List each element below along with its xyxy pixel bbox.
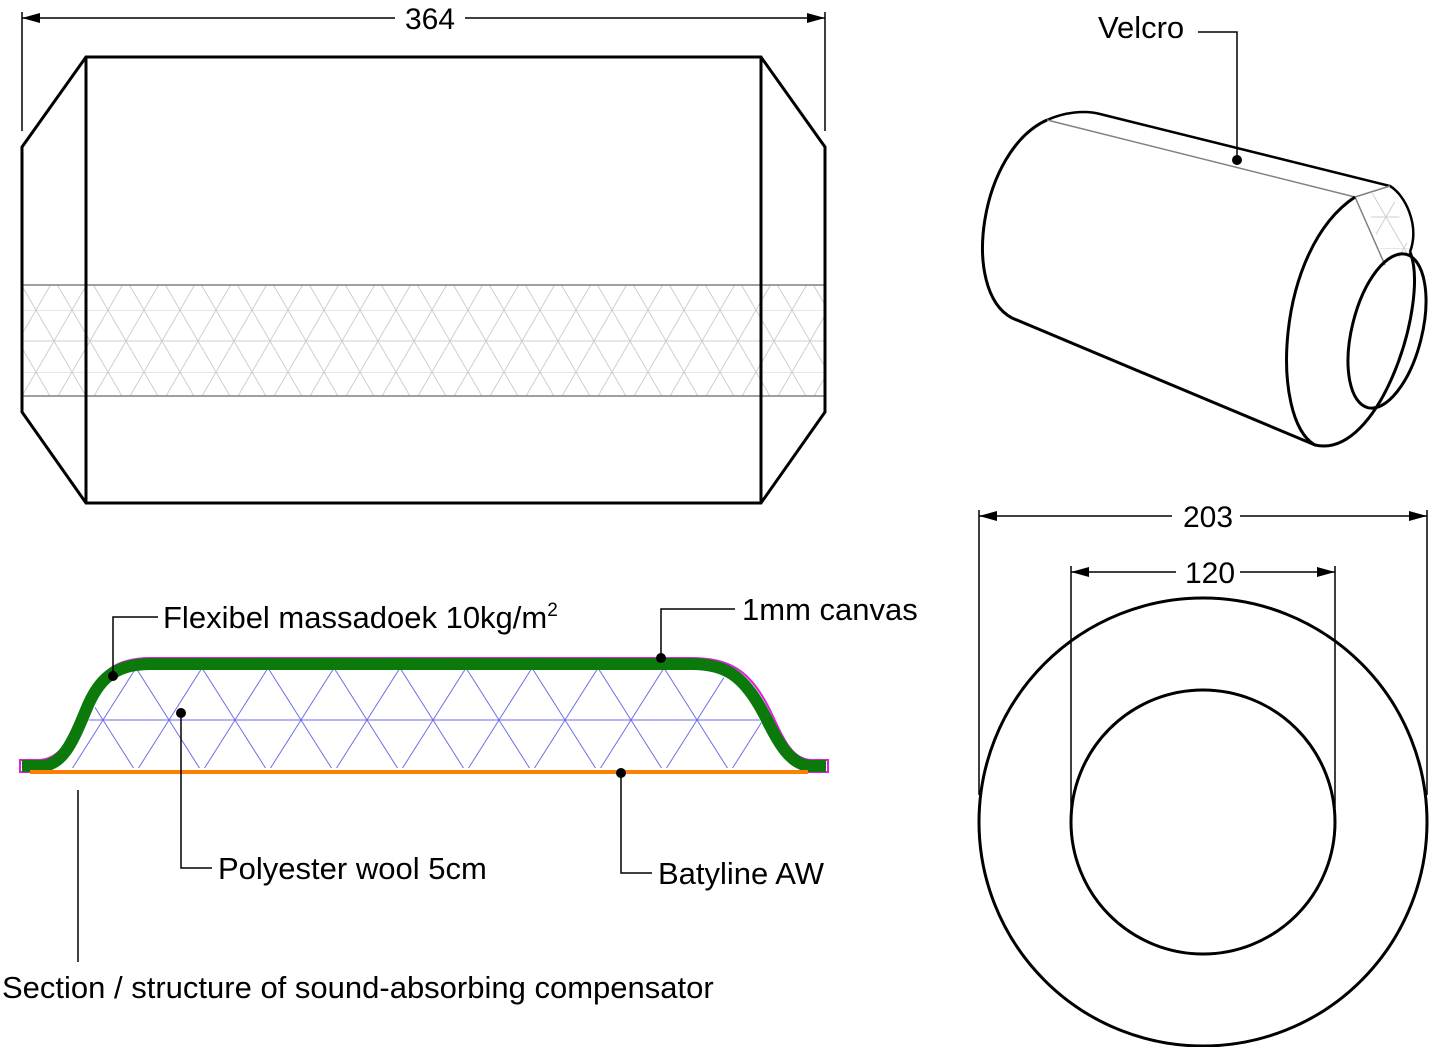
arrowhead-120-right [1317, 567, 1335, 577]
batyline-leader-dot [616, 768, 626, 778]
velcro-end-edge [1354, 185, 1391, 198]
wool-leader-line [180, 713, 212, 869]
front-view-outline [20, 55, 827, 505]
outer-diameter-dimension: 203 [1183, 501, 1233, 534]
length-dimension: 364 [405, 3, 455, 36]
batyline-leader-line [620, 773, 652, 874]
inner-circle [1069, 688, 1337, 956]
velcro-band [22, 285, 825, 396]
end-view: 203 120 [977, 501, 1429, 1047]
outer-circle [977, 596, 1429, 1047]
canvas-label: 1mm canvas [742, 592, 918, 627]
canvas-leader-dot [656, 653, 666, 663]
cylinder-bottom-edge [1011, 251, 1416, 448]
cylinder-bore [1346, 252, 1428, 410]
velcro-leader-dot [1232, 155, 1242, 165]
batyline-label: Batyline AW [658, 856, 825, 891]
massadoek-label: Flexibel massadoek 10kg/m2 [163, 600, 558, 635]
massadoek-leader-line [112, 616, 158, 676]
cylinder-right-rim [1285, 195, 1356, 447]
arrowhead-203-right [1409, 511, 1427, 521]
isometric-view: Velcro [981, 10, 1428, 448]
arrowhead-120-left [1071, 567, 1089, 577]
section-caption: Section / structure of sound-absorbing c… [2, 970, 714, 1005]
wool-label: Polyester wool 5cm [218, 851, 487, 886]
arrowhead-left [22, 13, 40, 23]
cylinder-left-end [981, 118, 1048, 320]
wool-leader-dot [176, 708, 186, 718]
front-view: 364 [20, 3, 827, 505]
section-view: Flexibel massadoek 10kg/m2 1mm canvas Po… [2, 592, 918, 1005]
arrowhead-203-left [979, 511, 997, 521]
inner-diameter-dimension: 120 [1185, 557, 1235, 590]
polyester-wool-layer [40, 666, 800, 768]
massadoek-leader-dot [108, 671, 118, 681]
massadoek-layer [22, 658, 826, 772]
canvas-leader-line [660, 608, 735, 658]
velcro-strip-fill [1047, 120, 1410, 265]
velcro-label: Velcro [1098, 10, 1184, 45]
arrowhead-right [807, 13, 825, 23]
velcro-leader-line [1198, 31, 1238, 160]
